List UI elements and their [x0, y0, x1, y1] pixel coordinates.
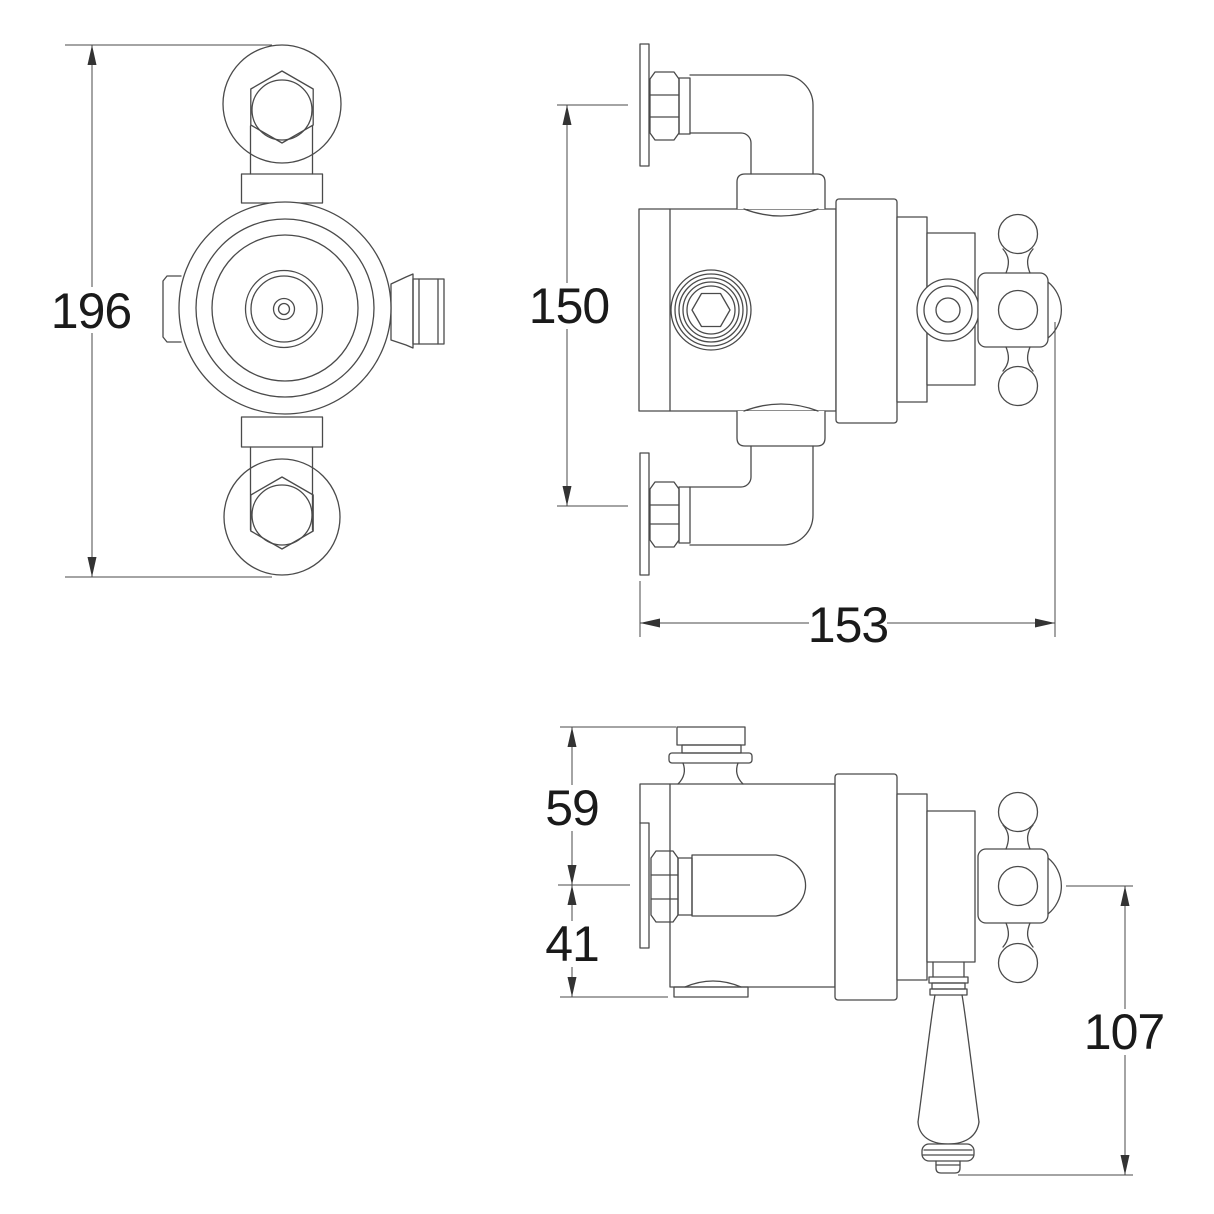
side-port-tab — [162, 275, 182, 343]
dimension-label-41: 41 — [545, 916, 599, 972]
union-nut-hex — [250, 476, 314, 550]
handle-hub — [926, 810, 976, 963]
bonnet-step — [896, 793, 928, 981]
crosshead-bottom-ball — [997, 365, 1039, 407]
front-outlet-thread — [390, 273, 445, 349]
inlet-union — [650, 850, 807, 923]
dimension-153: 153 — [639, 322, 1056, 653]
wall-plate — [639, 43, 650, 167]
crosshead-center-ball — [997, 289, 1039, 331]
crosshead-bottom-ball — [997, 942, 1039, 984]
pipe-connector — [240, 173, 324, 204]
body-silhouette-line — [639, 783, 671, 824]
inlet-nut — [649, 481, 680, 548]
dimension-150: 150 — [529, 104, 628, 507]
dimension-196: 196 — [51, 44, 272, 578]
top-shower-outlet — [668, 726, 753, 785]
crosshead-top-ball — [997, 791, 1039, 833]
wall-plate — [639, 452, 650, 576]
dimension-label-150: 150 — [529, 278, 609, 334]
crosshead-block — [977, 272, 1049, 348]
crosshead-handle — [977, 791, 1062, 984]
dimension-label-153: 153 — [808, 597, 888, 653]
dimension-label-196: 196 — [51, 283, 131, 339]
pipe-connector — [240, 416, 324, 448]
crosshead-handle — [977, 213, 1062, 407]
dimension-41: 41 — [545, 885, 668, 998]
crosshead-front-ball — [1047, 857, 1062, 915]
crosshead-block — [977, 848, 1049, 924]
crosshead-center-ball — [997, 865, 1039, 907]
riser-pipe — [249, 125, 314, 175]
compression-olive — [678, 77, 691, 135]
union-nut-hex — [250, 70, 314, 144]
dimension-label-59: 59 — [545, 780, 599, 836]
bonnet-flange — [834, 773, 898, 1001]
wall-plate — [639, 822, 650, 949]
temperature-knob — [244, 269, 324, 349]
check-valve-housing — [691, 854, 807, 917]
lever-handle — [917, 961, 980, 1174]
dimension-label-107: 107 — [1084, 1004, 1164, 1060]
dimension-59: 59 — [545, 726, 676, 886]
bottom-port-cap — [673, 980, 749, 998]
profile-valve-body — [669, 783, 836, 988]
top-inlet-elbow — [639, 43, 826, 217]
crosshead-front-ball — [1047, 281, 1062, 339]
bonnet-flange — [835, 198, 898, 424]
front-view: 196 — [51, 44, 445, 578]
hub-detail-rings — [916, 278, 980, 342]
profile-view: 59 41 107 — [545, 726, 1165, 1176]
lever-base-disc — [921, 1143, 975, 1162]
crosshead-top-ball — [997, 213, 1039, 255]
front-top-wall-flange — [222, 44, 342, 204]
front-bottom-wall-flange — [223, 416, 341, 576]
inlet-nut — [649, 71, 680, 141]
bottom-inlet-elbow — [639, 403, 826, 576]
side-valve-body — [638, 208, 837, 412]
dimension-107: 107 — [958, 885, 1165, 1176]
side-view: 150 153 — [529, 43, 1062, 653]
compression-olive — [678, 486, 691, 544]
hex-socket-screw — [670, 269, 752, 351]
front-valve-body — [178, 201, 392, 415]
